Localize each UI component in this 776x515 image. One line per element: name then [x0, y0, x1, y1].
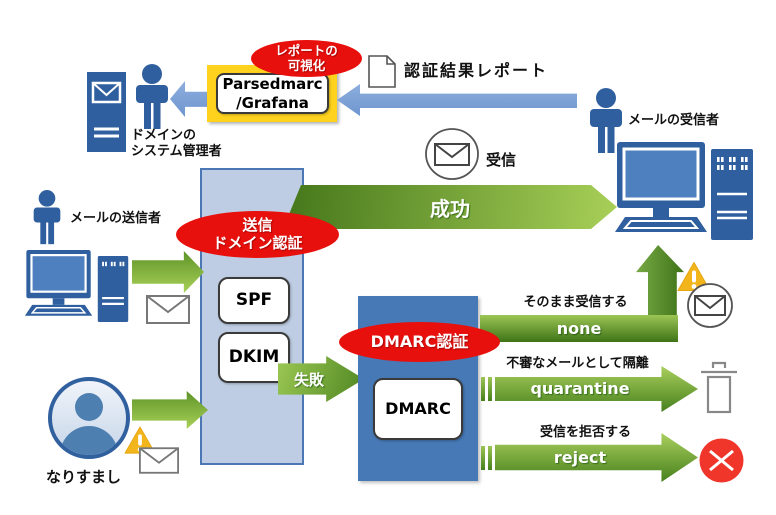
sender-envelope-icon [146, 295, 190, 324]
reject-x-icon [699, 438, 744, 483]
spoofer-arrow [132, 391, 208, 429]
report-viz-badge: レポートの 可視化 [251, 40, 362, 77]
receiver-computer-icon [615, 142, 711, 235]
quarantine-arrow: quarantine [495, 366, 698, 412]
quarantine-desc-label: 不審なメールとして隔離 [506, 356, 649, 371]
spf-box: SPF [218, 277, 290, 324]
none-policy-label: none [556, 319, 602, 338]
trash-icon [700, 361, 738, 414]
admin-person-icon [133, 64, 171, 136]
receiver-server-icon [711, 149, 753, 240]
sender-arrow [132, 251, 204, 293]
admin-label: ドメインの システム管理者 [131, 128, 222, 160]
quarantine-policy-label: quarantine [530, 379, 630, 398]
spoofer-avatar [48, 377, 130, 459]
report-document-icon [368, 55, 396, 88]
sender-computer-icon [20, 250, 100, 318]
arrow-to-admin [170, 81, 208, 117]
parsedmarc-label: Parsedmarc /Grafana [222, 74, 323, 112]
report-arrow [337, 84, 577, 116]
spoofing-label: なりすまし [46, 468, 122, 486]
receiver-person-icon [587, 88, 625, 160]
sender-label: メールの送信者 [70, 211, 162, 226]
quarantine-arrow-stub [481, 377, 485, 401]
fail-label: 失敗 [293, 371, 324, 389]
dmarc-auth-badge: DMARC認証 [339, 322, 500, 362]
none-arrow: none [480, 315, 678, 342]
report-viz-label: レポートの 可視化 [275, 43, 338, 73]
reject-policy-label: reject [553, 448, 607, 467]
receiver-label: メールの受信者 [628, 113, 720, 128]
quarantine-arrow-stub2 [488, 377, 492, 401]
dmarc-auth-label: DMARC認証 [370, 331, 469, 351]
receive-label: 受信 [486, 151, 517, 169]
dkim-label: DKIM [228, 346, 280, 367]
reject-arrow-stub2 [488, 446, 492, 470]
success-arrow: 成功 [283, 185, 617, 229]
auth-report-label: 認証結果レポート [404, 61, 549, 80]
sender-domain-auth-badge: 送信 ドメイン認証 [176, 211, 339, 258]
dmarc-label: DMARC [385, 399, 451, 418]
admin-kiosk-icon [87, 72, 126, 152]
dmarc-box: DMARC [373, 378, 463, 440]
none-desc-label: そのまま受信する [523, 295, 628, 310]
sender-server-icon [97, 256, 129, 322]
parsedmarc-box: Parsedmarc /Grafana [216, 73, 329, 114]
sender-domain-auth-label: 送信 ドメイン認証 [212, 216, 303, 252]
receiver-envelope-circle-icon [687, 283, 733, 328]
reject-arrow-stub [481, 446, 485, 470]
spoof-envelope-icon [139, 447, 179, 474]
sender-person-icon [30, 190, 64, 250]
success-label: 成功 [430, 196, 470, 221]
reject-desc-label: 受信を拒否する [539, 425, 631, 440]
spf-label: SPF [235, 289, 273, 310]
receive-envelope-icon [425, 128, 479, 180]
